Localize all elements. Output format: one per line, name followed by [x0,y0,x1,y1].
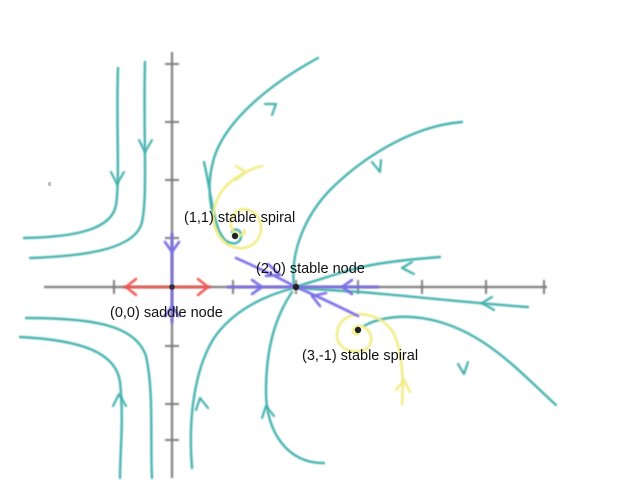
equilibrium-points [169,232,362,334]
spiral-2-point [354,326,362,334]
trajectories [18,56,558,480]
trajectory-lower-right-sweep [362,315,558,407]
node-arrow-diag-lower [310,291,328,308]
label-spiral-2: (3,-1) stable spiral [302,348,418,364]
trajectory-arrow [456,360,470,376]
unstable-arrow-left [124,277,138,297]
trajectory-bottom-left-outer [18,335,123,480]
trajectory-arrow [109,170,126,186]
unstable-arrow-right [196,277,210,297]
node-arrow-left [340,278,354,296]
trajectory-arrow [263,102,278,117]
node-point [292,283,300,291]
spiral-1-curve [212,164,264,250]
stray-mark [48,182,51,186]
trajectory-right-upper-flow [296,255,442,288]
trajectory-arrow [370,158,383,174]
saddle-point [169,284,175,290]
trajectory-arrow [137,138,154,154]
stable-arrow-up [163,304,181,318]
node-arrow-right [250,278,264,296]
stable-arrow-down [163,240,181,254]
spiral-1-point [231,232,239,240]
trajectory-arrows [109,102,496,420]
spiral-1-arrow [234,164,249,182]
trajectory-arrow [260,404,276,420]
trajectory-lower-left-arc [189,286,296,470]
label-spiral-1: (1,1) stable spiral [184,210,295,226]
node-arrow-diag-upper [264,262,282,278]
trajectory-arrow [480,295,496,312]
trajectory-upper-right-arc [292,120,464,288]
label-saddle: (0,0) saddle node [110,305,223,321]
label-node: (2,0) stable node [256,261,365,277]
equilibrium-labels: (1,1) stable spiral (2,0) stable node (0… [110,210,418,364]
trajectory-bottom-sweep [264,290,326,465]
spiral-2-arrow [394,377,412,394]
trajectory-top-left-inner [28,60,147,260]
spiral-trajectories [212,164,412,406]
trajectory-spiral-1-tail [202,160,243,245]
trajectory-arrow [400,260,416,276]
trajectory-bottom-left-inner [24,316,154,480]
trajectory-right-lower-flow [296,286,530,309]
trajectory-top-left-outer [22,66,120,240]
trajectory-arrow [194,396,210,412]
spiral-2-curve [335,313,405,406]
axis-ticks [113,63,545,441]
trajectory-arrow [111,392,128,408]
